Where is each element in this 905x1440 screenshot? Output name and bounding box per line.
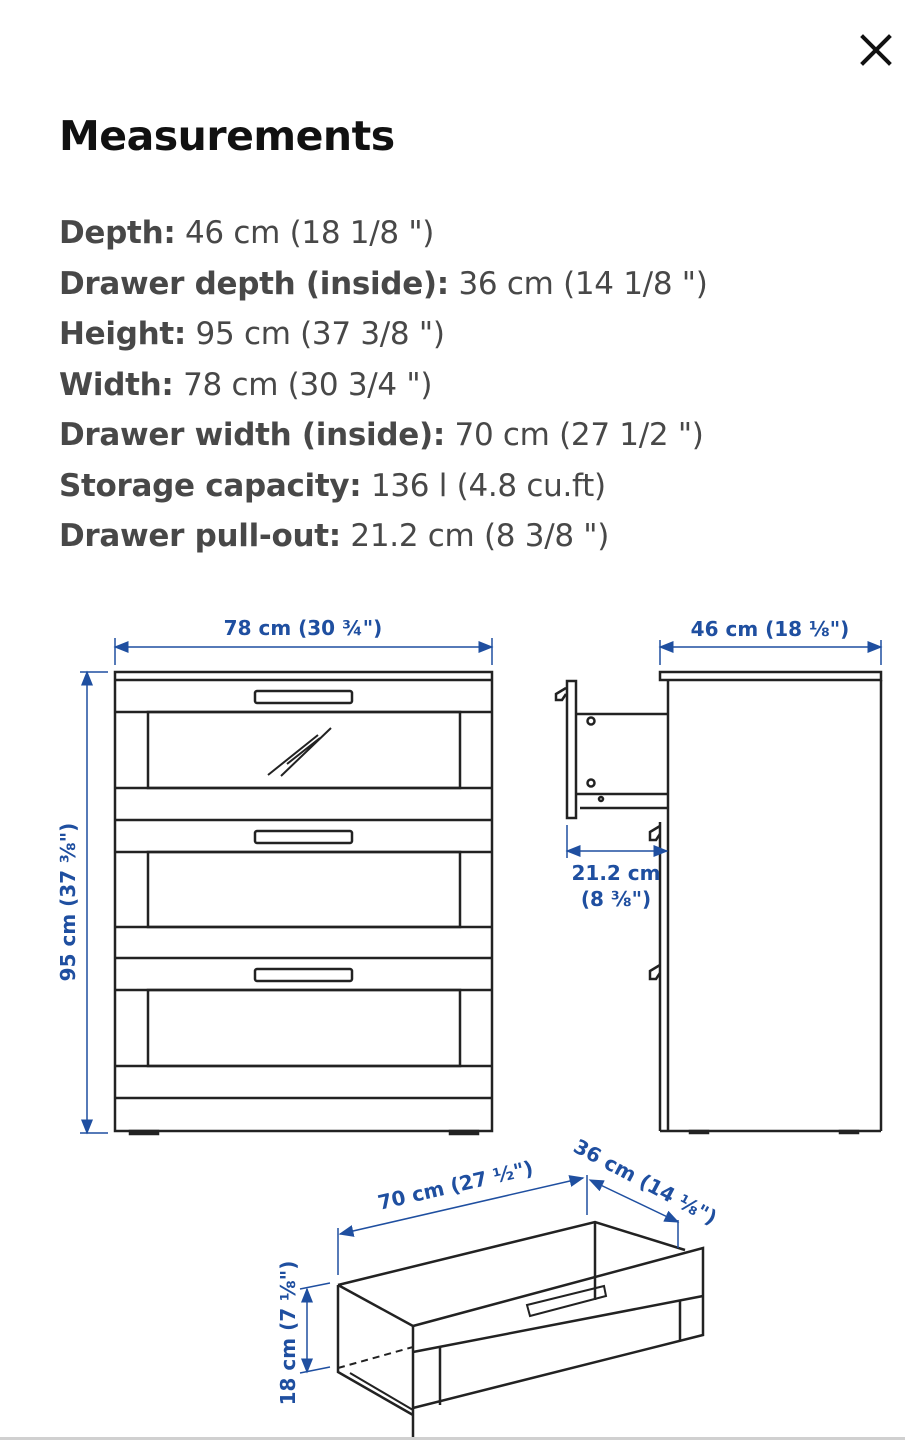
drawer-height-dimension-label: 18 cm (7 ⅛") — [276, 1261, 300, 1406]
pullout-dimension-label: 21.2 cm — [571, 861, 660, 885]
spec-depth: Depth: 46 cm (18 1/8 ") — [59, 215, 435, 251]
front-view — [113, 670, 494, 1136]
depth-dimension-label: 46 cm (18 ⅛") — [691, 617, 850, 641]
spec-width: Width: 78 cm (30 3/4 ") — [59, 366, 433, 403]
dimension-lines — [80, 638, 883, 1374]
close-button[interactable] — [852, 26, 900, 74]
drawer-width-dimension-label: 70 cm (27 ½") — [375, 1156, 535, 1215]
divider — [0, 1437, 905, 1440]
close-icon — [860, 34, 892, 66]
spec-drawer-depth: Drawer depth (inside): 36 cm (14 1/8 ") — [59, 265, 708, 302]
pullout-dimension-label-inch: (8 ⅜") — [581, 887, 651, 911]
spec-storage-capacity: Storage capacity: 136 l (4.8 cu.ft) — [59, 467, 606, 504]
measurement-list: Depth: 46 cm (18 1/8 ") Drawer depth (in… — [59, 208, 708, 562]
spec-height: Height: 95 cm (37 3/8 ") — [59, 316, 445, 352]
side-view — [554, 670, 883, 1135]
width-dimension-label: 78 cm (30 ¾") — [224, 616, 383, 640]
height-dimension-label: 95 cm (37 ⅜") — [56, 823, 80, 982]
spec-drawer-width: Drawer width (inside): 70 cm (27 1/2 ") — [59, 417, 704, 453]
spec-drawer-pullout: Drawer pull-out: 21.2 cm (8 3/8 ") — [59, 518, 610, 554]
page-title: Measurements — [59, 112, 395, 160]
drawer-view — [336, 1220, 705, 1440]
